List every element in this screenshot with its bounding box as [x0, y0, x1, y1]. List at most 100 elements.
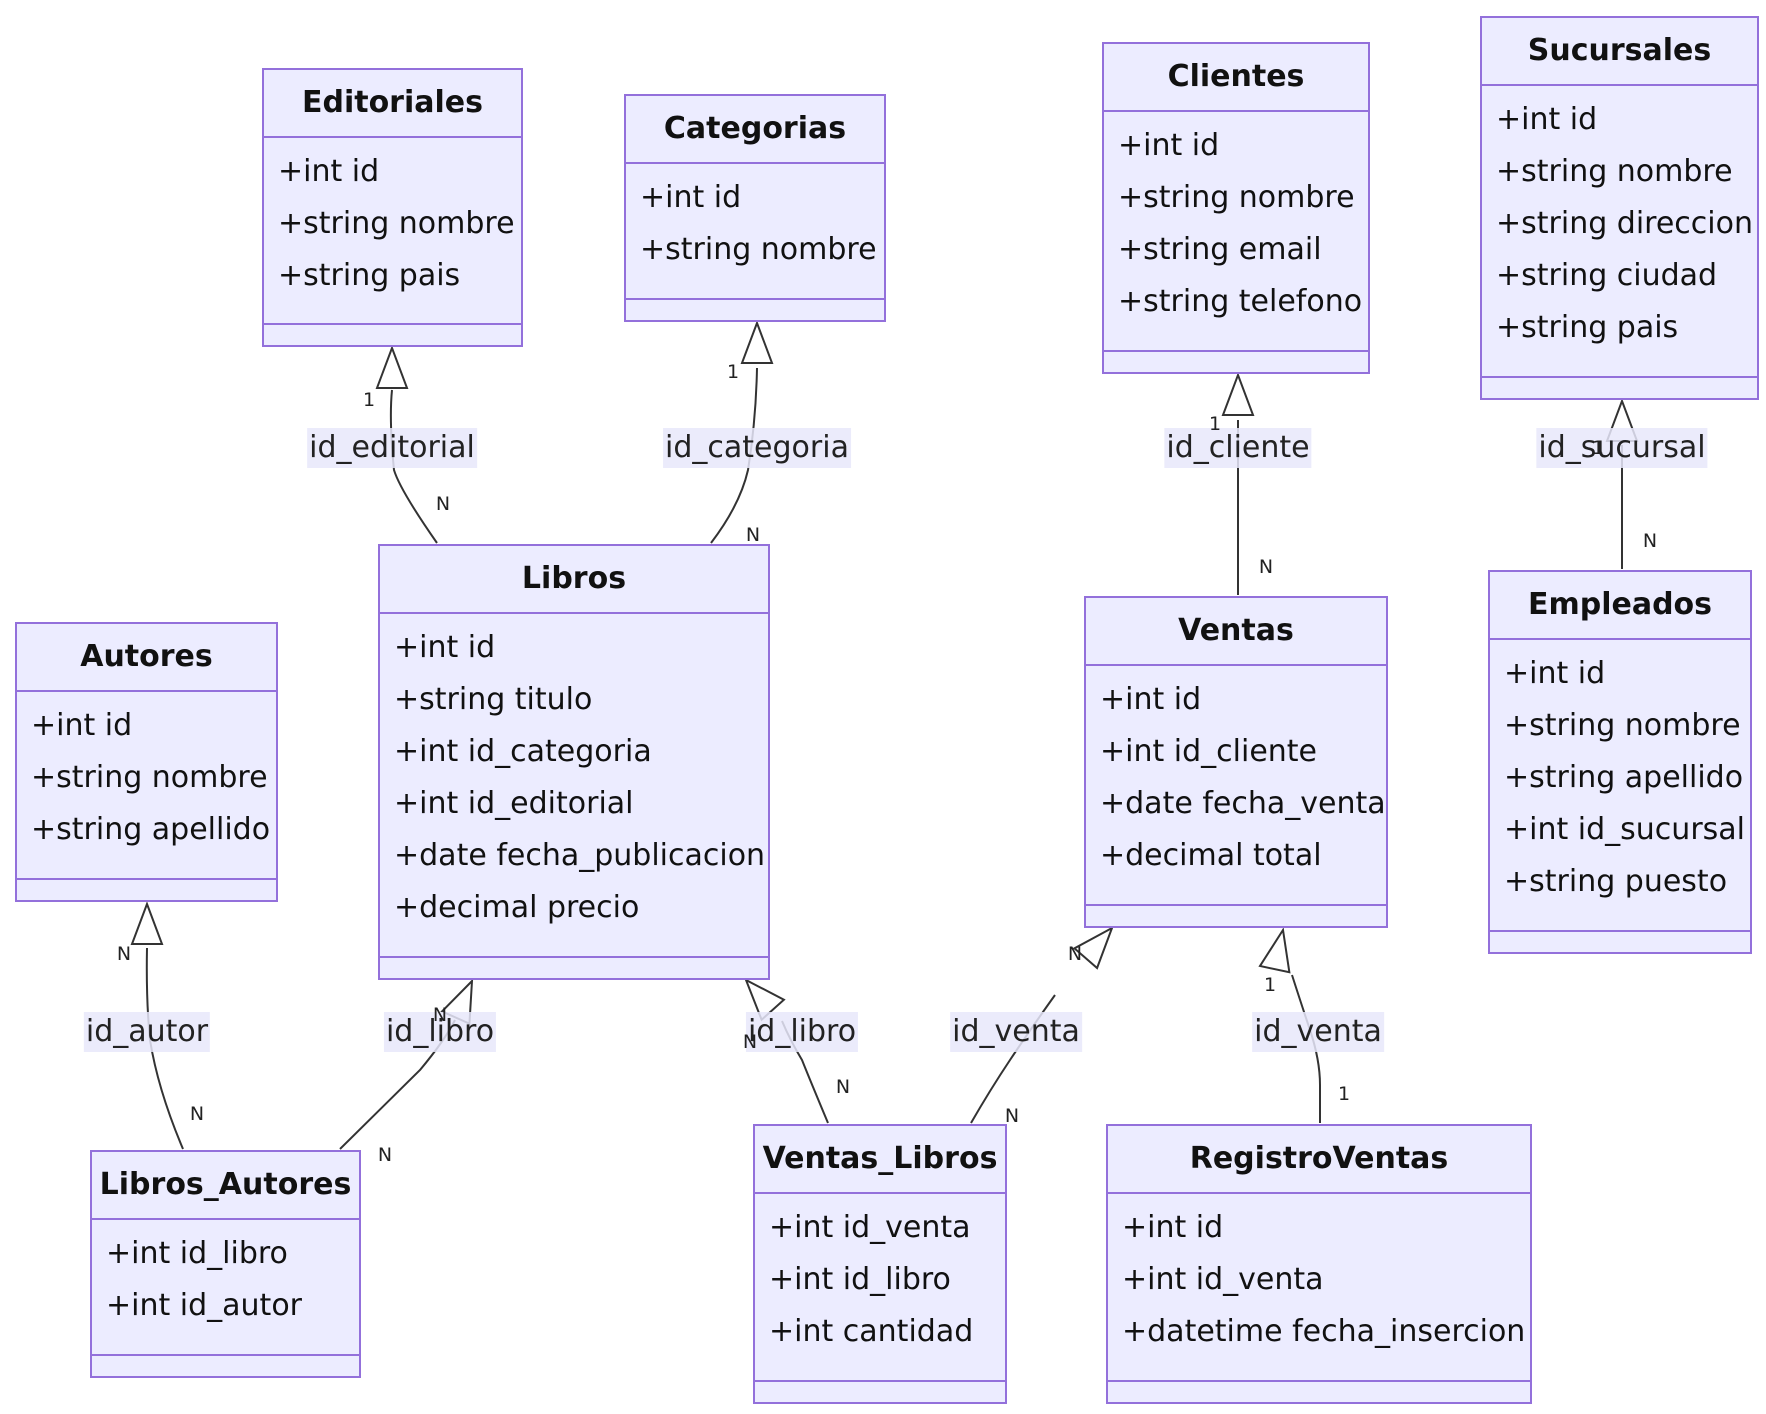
- methods-compartment: [17, 878, 276, 900]
- cardinality-label: N: [742, 1031, 758, 1053]
- cardinality-label: 1: [1208, 413, 1222, 435]
- methods-compartment: [1482, 376, 1757, 398]
- relation-label: id_categoria: [663, 428, 851, 468]
- class-attribute: +int id_libro: [769, 1262, 951, 1297]
- cardinality-label: 1: [362, 389, 376, 411]
- methods-compartment: [1108, 1380, 1530, 1402]
- cardinality-label: N: [835, 1076, 851, 1098]
- class-attribute: +int id: [278, 154, 380, 189]
- class-attribute: +int id: [1122, 1210, 1224, 1245]
- class-attribute: +datetime fecha_insercion: [1122, 1314, 1526, 1349]
- class-name: Sucursales: [1482, 18, 1757, 86]
- methods-compartment: [92, 1354, 359, 1376]
- class-libros-autores[interactable]: Libros_Autores +int id_libro+int id_auto…: [90, 1150, 361, 1378]
- class-attribute: +string nombre: [278, 206, 515, 241]
- class-attribute: +string nombre: [1496, 154, 1733, 189]
- class-sucursales[interactable]: Sucursales +int id +string nombre +string …: [1480, 16, 1759, 400]
- class-attribute: +int id_sucursal: [1504, 812, 1745, 847]
- arrowhead-icon: [1072, 925, 1114, 970]
- cardinality-label: N: [189, 1103, 205, 1125]
- class-attribute: +string nombre: [31, 760, 268, 795]
- class-name: Categorias: [626, 96, 884, 164]
- class-categorias[interactable]: Categorias +int id+string nombre: [624, 94, 886, 322]
- class-attribute: +int id: [1496, 102, 1598, 137]
- class-name: Clientes: [1104, 44, 1368, 112]
- attributes-compartment: +int id +int id_venta +datetime fecha_inse…: [1108, 1194, 1530, 1368]
- class-attribute: +int id: [1118, 128, 1220, 163]
- class-attribute: +string pais: [278, 258, 461, 293]
- class-attribute: +string nombre: [1118, 180, 1355, 215]
- attributes-compartment: +int id_libro +int id_autor: [92, 1220, 359, 1342]
- class-attribute: +string nombre: [640, 232, 877, 267]
- class-clientes[interactable]: Clientes +int id+string nombre+string em…: [1102, 42, 1370, 374]
- class-attribute: +int cantidad: [769, 1314, 974, 1349]
- class-attribute: +int id_venta: [1122, 1262, 1324, 1297]
- class-attribute: +string nombre: [1504, 708, 1741, 743]
- methods-compartment: [1086, 904, 1386, 926]
- class-attribute: +string titulo: [394, 682, 593, 717]
- class-attribute: +string apellido: [1504, 760, 1744, 795]
- attributes-compartment: +int id +string titulo +int id_categoria +i…: [380, 614, 768, 944]
- relation-label: id_libro: [383, 1012, 497, 1052]
- methods-compartment: [380, 956, 768, 978]
- methods-compartment: [626, 298, 884, 320]
- cardinality-label: N: [1067, 943, 1083, 965]
- class-name: Autores: [17, 624, 276, 692]
- arrowhead-icon: [375, 345, 409, 389]
- class-attribute: +int id_categoria: [394, 734, 652, 769]
- methods-compartment: [755, 1380, 1005, 1402]
- cardinality-label: N: [745, 524, 761, 546]
- class-attribute: +int id_libro: [106, 1236, 288, 1271]
- relation-label: id_venta: [1252, 1012, 1384, 1052]
- arrowhead-icon: [1258, 927, 1291, 974]
- class-libros[interactable]: Libros +int id+string titulo+int id_cate…: [378, 544, 770, 980]
- relation-label: id_editorial: [307, 428, 477, 468]
- class-name: Ventas: [1086, 598, 1386, 666]
- class-attribute: +string direccion: [1496, 206, 1753, 241]
- cardinality-label: 1: [1263, 974, 1277, 996]
- class-attribute: +int id: [31, 708, 133, 743]
- class-empleados[interactable]: Empleados +int id +string nombre +string a…: [1488, 570, 1752, 954]
- class-attribute: +string ciudad: [1496, 258, 1718, 293]
- cardinality-label: N: [435, 493, 451, 515]
- cardinality-label: 1: [726, 361, 740, 383]
- class-attribute: +decimal total: [1100, 838, 1322, 873]
- class-attribute: +date fecha_venta: [1100, 786, 1386, 821]
- class-ventas[interactable]: Ventas +int id+int id_cliente+date fecha…: [1084, 596, 1388, 928]
- class-attribute: +int id: [1504, 656, 1606, 691]
- class-attribute: +string apellido: [31, 812, 271, 847]
- class-attribute: +string telefono: [1118, 284, 1363, 319]
- relation-label: id_venta: [950, 1012, 1082, 1052]
- class-name: Empleados: [1490, 572, 1750, 640]
- relation-label: id_autor: [83, 1012, 211, 1052]
- relation-line-id_categoria: [710, 367, 758, 544]
- class-editoriales[interactable]: Editoriales +int id +string nombre +string…: [262, 68, 523, 347]
- class-ventas-libros[interactable]: Ventas_Libros +int id_venta +int id_libro…: [753, 1124, 1007, 1404]
- class-attribute: +int id_venta: [769, 1210, 971, 1245]
- cardinality-label: N: [116, 943, 132, 965]
- class-attribute: +int id_autor: [106, 1288, 303, 1323]
- cardinality-label: 1: [1591, 437, 1605, 459]
- class-attribute: +int id: [394, 630, 496, 665]
- class-attribute: +date fecha_publicacion: [394, 838, 766, 873]
- class-autores[interactable]: Autores +int id +string nombre +string ape…: [15, 622, 278, 902]
- class-name: RegistroVentas: [1108, 1126, 1530, 1194]
- attributes-compartment: +int id+string nombre: [626, 164, 884, 286]
- methods-compartment: [1104, 350, 1368, 372]
- class-attribute: +string pais: [1496, 310, 1679, 345]
- arrowhead-icon: [740, 320, 774, 364]
- class-attribute: +int id: [1100, 682, 1202, 717]
- arrowhead-icon: [130, 901, 164, 945]
- class-name: Editoriales: [264, 70, 521, 138]
- attributes-compartment: +int id+int id_cliente+date fecha_venta+…: [1086, 666, 1386, 892]
- cardinality-label: N: [377, 1144, 393, 1166]
- relation-label: id_sucursal: [1536, 428, 1708, 468]
- class-registroventas[interactable]: RegistroVentas +int id +int id_venta +date…: [1106, 1124, 1532, 1404]
- class-name: Ventas_Libros: [755, 1126, 1005, 1194]
- class-attribute: +int id_editorial: [394, 786, 634, 821]
- cardinality-label: N: [432, 1004, 448, 1026]
- cardinality-label: N: [1642, 530, 1658, 552]
- class-attribute: +decimal precio: [394, 890, 640, 925]
- cardinality-label: 1: [1337, 1083, 1351, 1105]
